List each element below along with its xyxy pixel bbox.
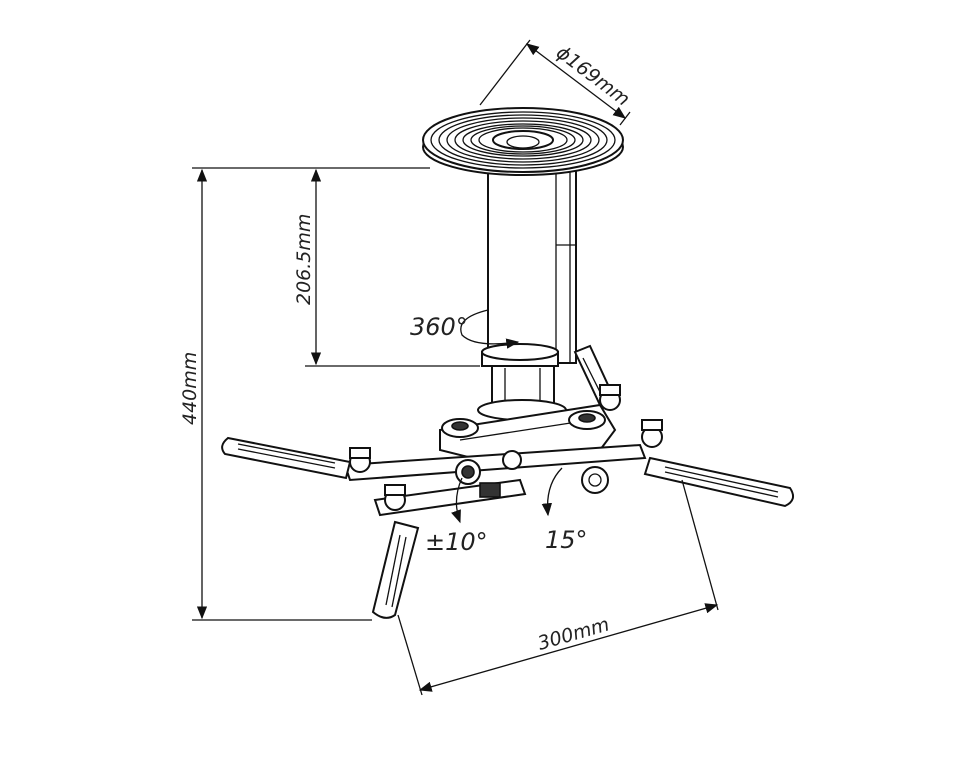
dimension-column-height: 206.5mm — [293, 168, 480, 367]
rotation-angle-label: 360° — [410, 313, 468, 341]
swivel-collar — [477, 343, 567, 421]
tilt-angle-label: ±10° — [425, 528, 488, 556]
swivel-angle-label: 15° — [545, 526, 588, 554]
rotation-annotation: 360° — [410, 309, 520, 349]
plate-diameter-label: ϕ169mm — [552, 41, 634, 110]
tilt-annotation: ±10° — [425, 477, 488, 556]
arm-right — [641, 419, 795, 508]
swivel-annotation: 15° — [541, 467, 588, 554]
arm-left — [221, 436, 371, 480]
dimension-arm-span: 300mm — [397, 479, 719, 696]
column-height-label: 206.5mm — [293, 214, 315, 305]
arm-upper-right — [573, 344, 621, 411]
dimension-total-height: 440mm — [179, 167, 430, 621]
bracket-body — [343, 403, 647, 517]
column — [487, 167, 577, 364]
arm-span-label: 300mm — [535, 613, 612, 654]
total-height-label: 440mm — [179, 352, 201, 425]
ceiling-plate — [422, 107, 624, 176]
arm-lower-left — [371, 484, 420, 619]
